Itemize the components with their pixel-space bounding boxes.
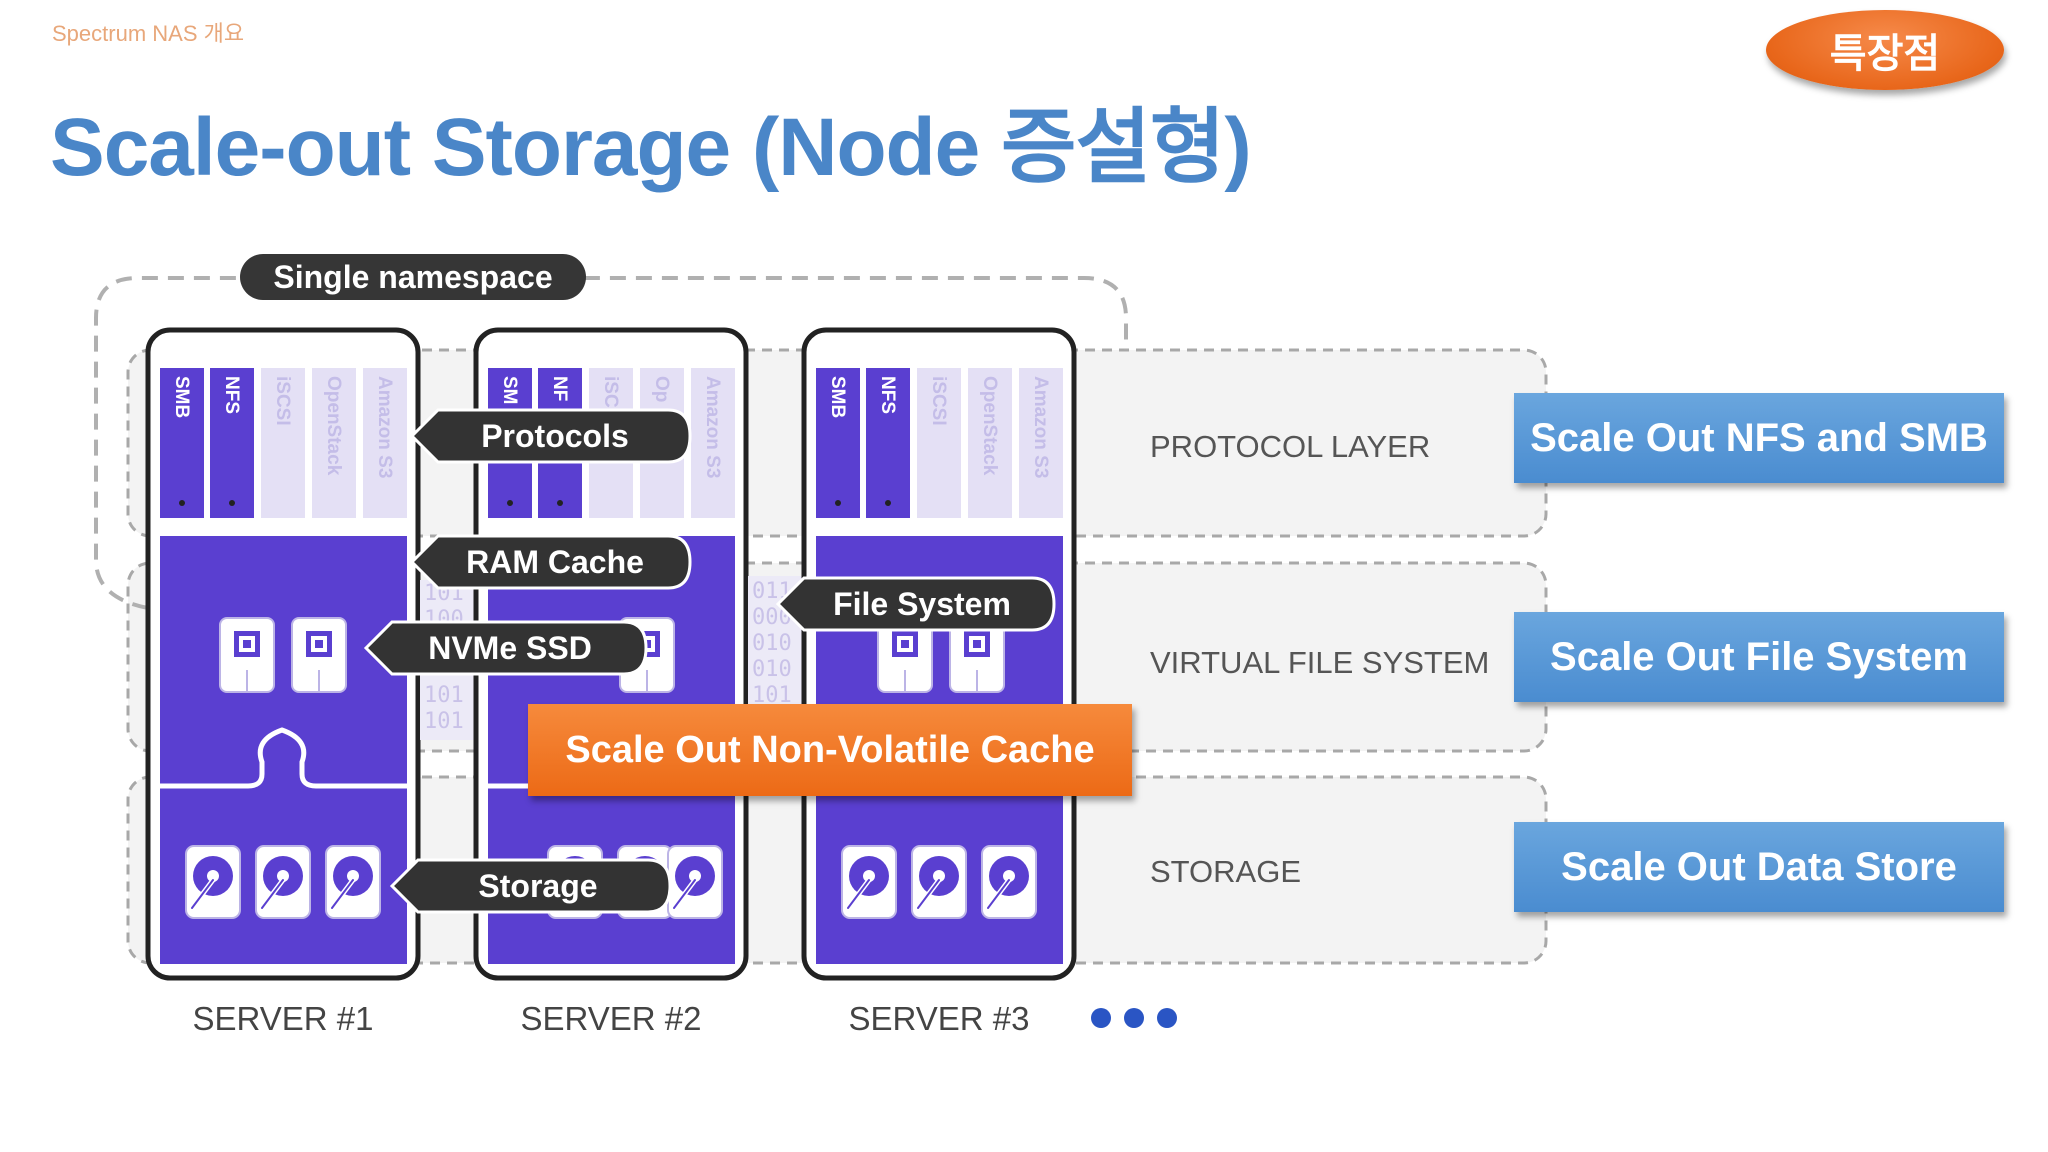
callout-storage: Storage (389, 858, 672, 914)
server1-proto-iscsi: iSCSI (272, 376, 293, 426)
server3-proto-s3: Amazon S3 (1030, 376, 1051, 478)
binary-right-4: 010 (752, 657, 792, 682)
layer-label-storage: STORAGE (1150, 854, 1301, 889)
server-3: SMB NFS iSCSI OpenStack Amazon S3 (801, 327, 1077, 981)
server2-proto-nfs: NF (549, 376, 570, 401)
callout-file-system-label: File System (833, 586, 1011, 622)
server1-proto-nfs: NFS (221, 376, 242, 414)
server3-proto-nfs: NFS (877, 376, 898, 414)
callout-protocols: Protocols (409, 408, 692, 464)
layer-label-protocol: PROTOCOL LAYER (1150, 429, 1430, 464)
layer-label-vfs: VIRTUAL FILE SYSTEM (1150, 645, 1489, 680)
binary-left-3: 101 (424, 683, 464, 708)
feature-file-system: Scale Out File System (1514, 612, 2004, 702)
feature-badge: 특장점 (1766, 10, 2004, 90)
server2-proto-s3: Amazon S3 (702, 376, 723, 478)
namespace-outline (94, 276, 1128, 610)
callout-file-system: File System (775, 576, 1056, 632)
server1-proto-openstack: OpenStack (323, 376, 344, 476)
namespace-pill (240, 254, 586, 300)
binary-left-4: 101 (424, 709, 464, 734)
feature-nfs-smb: Scale Out NFS and SMB (1514, 393, 2004, 483)
slide-title: Scale-out Storage (Node 증설형) (50, 102, 1252, 193)
callout-ram-cache-label: RAM Cache (466, 544, 644, 580)
binary-right-3: 010 (752, 631, 792, 656)
binary-right-5: 101 (752, 683, 792, 708)
server-label-1: SERVER #1 (193, 1000, 374, 1037)
callout-protocols-label: Protocols (481, 418, 629, 454)
callout-nvme-ssd-label: NVMe SSD (428, 630, 592, 666)
server-1: SMB NFS iSCSI OpenStack Amazon S3 (145, 327, 421, 981)
server3-proto-iscsi: iSCSI (928, 376, 949, 426)
server-label-3: SERVER #3 (849, 1000, 1030, 1037)
server3-proto-openstack: OpenStack (979, 376, 1000, 476)
server2-proto-iscsi: iSC (600, 376, 621, 408)
server2-proto-smb: SM (499, 376, 520, 405)
server2-proto-openstack: Op (651, 376, 672, 402)
highlight-nonvolatile-cache: Scale Out Non-Volatile Cache (528, 704, 1132, 796)
server-label-2: SERVER #2 (521, 1000, 702, 1037)
more-servers-ellipsis (1091, 1008, 1177, 1028)
slide-subtitle: Spectrum NAS 개요 (52, 21, 245, 46)
server1-proto-smb: SMB (171, 376, 192, 418)
server1-proto-s3: Amazon S3 (374, 376, 395, 478)
feature-data-store: Scale Out Data Store (1514, 822, 2004, 912)
server3-proto-smb: SMB (827, 376, 848, 418)
callout-ram-cache: RAM Cache (409, 534, 692, 590)
callout-nvme-ssd: NVMe SSD (363, 620, 648, 676)
callout-storage-label: Storage (478, 868, 597, 904)
namespace-label: Single namespace (273, 259, 552, 295)
